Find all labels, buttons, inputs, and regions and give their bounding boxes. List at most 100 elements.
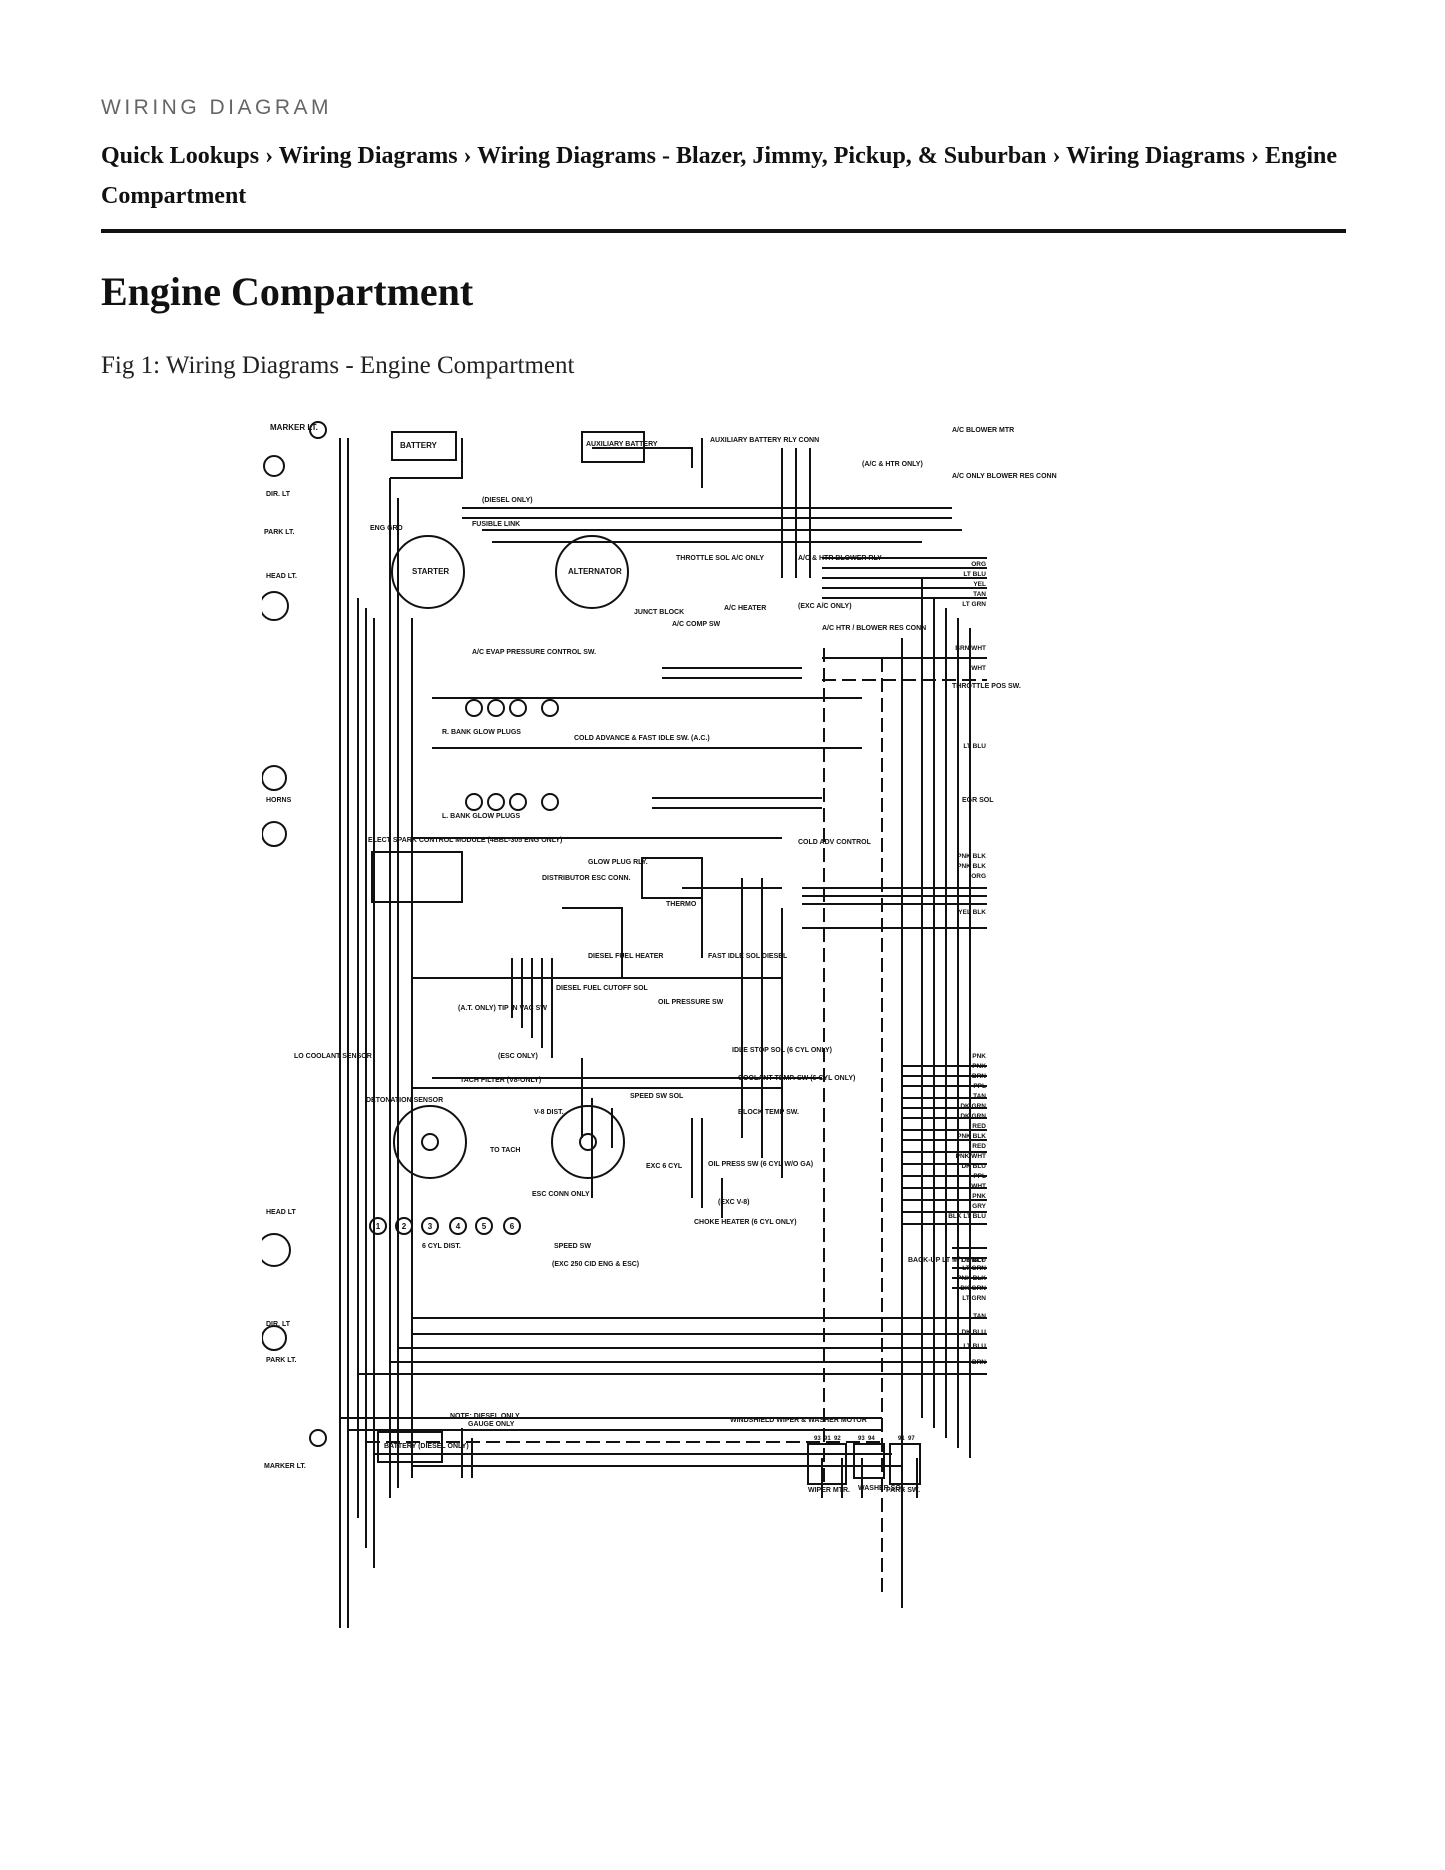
diagram-label-head-lt: HEAD LT. bbox=[266, 573, 297, 580]
diagram-label-tach-filter: TACH FILTER (V8-ONLY) bbox=[460, 1077, 541, 1084]
wire-color-label: DK BLU bbox=[961, 1329, 986, 1336]
diagram-label-marker-lt: MARKER LT. bbox=[270, 423, 318, 432]
wire-color-label: LT BLU bbox=[963, 1343, 986, 1350]
diagram-label-block-temp: BLOCK TEMP SW. bbox=[738, 1109, 799, 1116]
diagram-label-throttle-sol: THROTTLE SOL A/C ONLY bbox=[676, 555, 764, 562]
diagram-label-backup-lt: BACK-UP LT M/T ONLY bbox=[908, 1257, 985, 1264]
wire-color-label: PNK BLK bbox=[957, 853, 986, 860]
diagram-label-ac-heater: A/C HEATER bbox=[724, 605, 766, 612]
diagram-label-alternator: ALTERNATOR bbox=[568, 567, 622, 576]
breadcrumb-engine-compartment[interactable]: Engine Compartment bbox=[101, 143, 1338, 209]
wire-color-label: LT GRN bbox=[962, 1265, 986, 1272]
wire-color-label: LT GRN bbox=[962, 1295, 986, 1302]
diagram-label-aux-batt-rly: AUXILIARY BATTERY RLY CONN bbox=[710, 437, 819, 444]
wire-color-label: RED bbox=[972, 1123, 986, 1130]
wire-color-label: LT BLU bbox=[963, 743, 986, 750]
diagram-label-marker-lt-2: MARKER LT. bbox=[264, 1463, 306, 1470]
breadcrumb: Quick Lookups › Wiring Diagrams › Wiring… bbox=[101, 136, 1346, 216]
wire-color-label: TAN bbox=[973, 591, 986, 598]
wire-color-label: DK BLU bbox=[961, 1257, 986, 1264]
wire-color-label: WHT bbox=[971, 665, 986, 672]
diagram-label-ac-blower-mtr: A/C BLOWER MTR bbox=[952, 427, 1014, 434]
diagram-label-l-bank: L. BANK GLOW PLUGS bbox=[442, 813, 520, 820]
diagram-label-v8-dist: V-8 DIST. bbox=[534, 1109, 564, 1116]
wire-color-label: LT GRN bbox=[962, 601, 986, 608]
cylinder-number: 5 bbox=[482, 1222, 487, 1231]
diagram-label-ac-comp-sw: A/C COMP SW bbox=[672, 621, 720, 628]
diagram-label-speed-sw: SPEED SW bbox=[554, 1243, 591, 1250]
wire-color-label: TAN bbox=[973, 1313, 986, 1320]
diagram-label-park-lt: PARK LT. bbox=[264, 529, 295, 536]
diagram-label-esc-only: (ESC ONLY) bbox=[498, 1053, 538, 1060]
diagram-label-diesel-only: (DIESEL ONLY) bbox=[482, 497, 533, 504]
diagram-label-fusible-link: FUSIBLE LINK bbox=[472, 521, 520, 528]
connector-number: 91 bbox=[898, 1436, 905, 1442]
diagram-label-coolant-temp: COOLANT TEMP. SW (6 CYL ONLY) bbox=[738, 1075, 855, 1082]
wire-color-label: PNK BLK bbox=[957, 863, 986, 870]
diagram-label-oil-pressure-sw: OIL PRESSURE SW bbox=[658, 999, 724, 1006]
diagram-label-ac-evap: A/C EVAP PRESSURE CONTROL SW. bbox=[472, 649, 596, 656]
diagram-label-horns: HORNS bbox=[266, 797, 292, 804]
diagram-label-esc-conn-only: ESC CONN ONLY bbox=[532, 1191, 590, 1198]
diagram-label-egr-sol: EGR SOL bbox=[962, 797, 994, 804]
header-divider bbox=[101, 229, 1346, 233]
figure-caption: Fig 1: Wiring Diagrams - Engine Compartm… bbox=[101, 352, 575, 379]
wire-color-label: BRN bbox=[972, 1359, 986, 1366]
diagram-label-eng-grd: ENG GRD bbox=[370, 525, 403, 532]
diagram-label-exc-ac-only: (EXC A/C ONLY) bbox=[798, 603, 852, 610]
wire-color-label: PNK bbox=[972, 1193, 986, 1200]
diagram-label-to-tach: TO TACH bbox=[490, 1147, 520, 1154]
wire-color-label: ORG bbox=[971, 873, 986, 880]
diagram-label-head-lt-2: HEAD LT bbox=[266, 1209, 297, 1216]
connector-number: 92 bbox=[834, 1436, 841, 1442]
diagram-label-diesel-fuel-heater: DIESEL FUEL HEATER bbox=[588, 953, 663, 960]
diagram-label-wiper-mtr: WIPER MTR. bbox=[808, 1487, 850, 1494]
diagram-label-battery-diesel: BATTERY (DIESEL ONLY) bbox=[384, 1443, 469, 1450]
diagram-label-glow-plug-rly: GLOW PLUG RLY. bbox=[588, 859, 648, 866]
wire-color-label: RED bbox=[972, 1143, 986, 1150]
connector-number: 93 bbox=[858, 1436, 865, 1442]
wire-color-label: DK GRN bbox=[960, 1285, 986, 1292]
diagram-label-distributor-esc: DISTRIBUTOR ESC CONN. bbox=[542, 875, 631, 882]
breadcrumb-separator: › bbox=[265, 143, 274, 169]
diagram-label-dir-lt-2: DIR. LT bbox=[266, 1321, 291, 1328]
diagram-label-fast-idle-sol: FAST IDLE SOL DIESEL bbox=[708, 953, 788, 960]
wire-color-label: YEL bbox=[973, 581, 986, 588]
diagram-label-r-bank: R. BANK GLOW PLUGS bbox=[442, 729, 521, 736]
breadcrumb-separator: › bbox=[1052, 143, 1061, 169]
wire-color-label: PNK WHT bbox=[956, 1153, 986, 1160]
diagram-label-wiper-motor: WINDSHIELD WIPER & WASHER MOTOR bbox=[730, 1417, 867, 1424]
connector-number: 91 bbox=[824, 1436, 831, 1442]
diagram-label-oil-press-6cyl: OIL PRESS SW (6 CYL W/O GA) bbox=[708, 1161, 813, 1168]
wire-color-label: LT BLU bbox=[963, 571, 986, 578]
breadcrumb-separator: › bbox=[463, 143, 472, 169]
page-title: Engine Compartment bbox=[101, 269, 474, 314]
diagram-label-lo-coolant: LO COOLANT SENSOR bbox=[294, 1053, 372, 1060]
breadcrumb-separator: › bbox=[1250, 143, 1259, 169]
connector-number: 97 bbox=[908, 1436, 915, 1442]
diagram-label-ac-blower-res: A/C ONLY BLOWER RES CONN bbox=[952, 473, 1057, 480]
diagram-label-junct-block: JUNCT BLOCK bbox=[634, 609, 684, 616]
wire-color-label: GRY bbox=[972, 1203, 987, 1210]
diagram-label-at-only: (A.T. ONLY) TIP IN VAC SW bbox=[458, 1005, 547, 1012]
breadcrumb-quick-lookups[interactable]: Quick Lookups bbox=[101, 143, 260, 169]
diagram-label-diesel-fuel-cutoff: DIESEL FUEL CUTOFF SOL bbox=[556, 985, 649, 992]
breadcrumb-wiring-diagrams[interactable]: Wiring Diagrams bbox=[278, 143, 458, 169]
diagram-label-detonation: DETONATION SENSOR bbox=[366, 1097, 443, 1104]
wire-color-label: DK GRN bbox=[960, 1113, 986, 1120]
diagram-label-idle-stop-sol: IDLE STOP SOL (6 CYL ONLY) bbox=[732, 1047, 832, 1054]
cylinder-number: 2 bbox=[402, 1222, 407, 1231]
diagram-label-washer-sol: WASHER SOL bbox=[858, 1485, 906, 1492]
diagram-label-ac-htr-only: (A/C & HTR ONLY) bbox=[862, 461, 923, 468]
breadcrumb-blazer-jimmy[interactable]: Wiring Diagrams - Blazer, Jimmy, Pickup,… bbox=[477, 143, 1047, 169]
wire-color-label: PNK BLK bbox=[957, 1133, 986, 1140]
diagram-label-note-diesel: NOTE: DIESEL ONLY bbox=[450, 1413, 520, 1420]
breadcrumb-wiring-diagrams-sub[interactable]: Wiring Diagrams bbox=[1066, 143, 1245, 169]
wire-color-label: PNK bbox=[972, 1053, 986, 1060]
diagram-label-exc-v8: (EXC V-8) bbox=[718, 1199, 750, 1206]
wire-color-label: WHT bbox=[971, 1183, 986, 1190]
diagram-label-exc-250: (EXC 250 CID ENG & ESC) bbox=[552, 1261, 639, 1268]
wire-color-label: PNK bbox=[972, 1063, 986, 1070]
diagram-label-choke-heater: CHOKE HEATER (6 CYL ONLY) bbox=[694, 1219, 797, 1226]
diagram-label-cold-advance: COLD ADVANCE & FAST IDLE SW. (A.C.) bbox=[574, 735, 710, 742]
